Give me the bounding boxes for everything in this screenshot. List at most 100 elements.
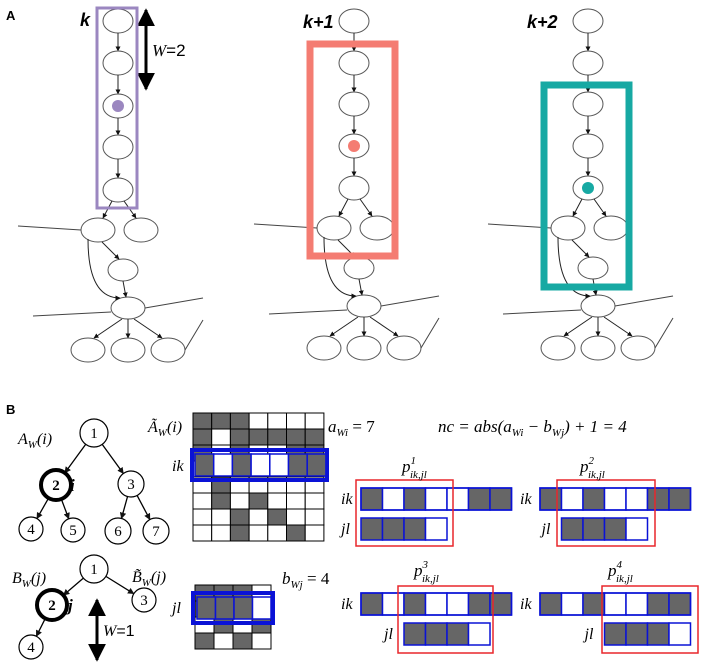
alignment-cell: [381, 487, 405, 511]
row-label-ik: ik: [520, 596, 532, 613]
tree-b-tilde-title: B̃W(j): [132, 568, 166, 589]
dag-node: [550, 215, 586, 241]
window-rect-k: [95, 6, 139, 210]
alignment-cell: [424, 592, 448, 616]
matrix-cell: [304, 524, 325, 542]
alignment-cell: [360, 592, 384, 616]
alignment-cell: [603, 517, 627, 541]
alignment-cell: [539, 592, 563, 616]
alignment-cell: [381, 592, 405, 616]
alignment-cell: [560, 517, 584, 541]
tree-node-label: 5: [69, 523, 77, 539]
tree-node: [35, 588, 69, 622]
ik-row-cell: [194, 453, 215, 477]
tree-edge: [35, 618, 46, 637]
matrix-a-title: ÃW(i): [147, 417, 182, 439]
dag-edge-stub: [184, 319, 204, 351]
alignment-cell: [467, 487, 491, 511]
window-rect-k1: [306, 40, 399, 260]
dag-edge: [338, 198, 349, 217]
column-title-k: k: [80, 10, 91, 30]
matrix-b: [191, 584, 275, 650]
matrix-cell: [304, 508, 325, 526]
column-title-k2: k+2: [527, 12, 558, 32]
alignment-cell: [403, 592, 427, 616]
alignment-cell: [424, 517, 448, 541]
jl-row-highlight: [191, 591, 275, 625]
matrix-cell: [194, 632, 215, 650]
tree-edge: [62, 577, 84, 596]
dag-node: [102, 177, 134, 203]
dag-node: [580, 294, 616, 318]
matrix-cell: [229, 524, 250, 542]
tree-edge: [101, 443, 124, 475]
matrix-cell: [192, 412, 213, 430]
matrix-cell: [267, 508, 287, 526]
dag-node: [540, 335, 576, 361]
alignment-cell: [467, 592, 491, 616]
alignment-cell: [625, 517, 649, 541]
tree-highlight-label: j: [65, 596, 73, 615]
dag-edge: [572, 198, 583, 217]
dag-edge-stub: [614, 295, 674, 307]
matrix-cell: [248, 492, 269, 510]
alignment-cell: [625, 487, 649, 511]
dag-edge-stub: [17, 225, 82, 231]
dag-edge: [133, 318, 163, 339]
matrix-cell: [304, 492, 325, 510]
tree-edge: [64, 443, 87, 474]
dag-edge-stub: [380, 295, 440, 307]
matrix-cell: [229, 428, 250, 446]
alignment-cell: [646, 487, 670, 511]
row-label-jl: jl: [382, 626, 393, 643]
dag-node: [338, 91, 370, 117]
dag-node: [338, 8, 370, 34]
dag-edge: [358, 278, 364, 296]
row-label-ik-matrix: ik: [172, 458, 184, 475]
ik-row-outline: [539, 592, 692, 616]
matrix-cell: [211, 492, 231, 510]
alignment-cell: [403, 487, 427, 511]
dag-edge-stub: [144, 297, 204, 309]
dag-2: [487, 8, 674, 361]
alignment-cell: [560, 592, 584, 616]
dag-edge-stub: [654, 317, 674, 349]
matrix-cell: [248, 428, 269, 446]
alignment-window: [397, 585, 494, 654]
tree-node-label: 7: [152, 524, 160, 540]
alignment-cell: [467, 622, 491, 646]
tree-node-label: 1: [90, 426, 98, 442]
dag-node: [577, 256, 609, 280]
matrix-cell: [229, 508, 250, 526]
dag-highlight-dot: [348, 140, 360, 152]
tree-a-title: AW(i): [17, 431, 52, 451]
alignment-cell: [360, 517, 384, 541]
alignment-cell: [625, 622, 649, 646]
matrix-cell: [304, 428, 325, 446]
dag-node: [70, 337, 106, 363]
nc-equation: nc = abs(aWi − bWj) + 1 = 4: [438, 417, 627, 439]
matrix-cell: [286, 412, 306, 430]
dag-node: [346, 294, 382, 318]
dag-node: [80, 217, 116, 243]
matrix-cell: [286, 524, 306, 542]
column-title-k1: k+1: [303, 12, 334, 32]
matrix-cell: [286, 492, 306, 510]
matrix-cell: [192, 428, 213, 446]
dag-edge: [603, 316, 633, 337]
dag-node: [572, 8, 604, 34]
tree-node: [79, 554, 109, 584]
matrix-cell: [192, 492, 213, 510]
alignment-cell: [603, 592, 627, 616]
matrix-cell: [229, 492, 250, 510]
dag-edge: [359, 198, 373, 217]
alignment-cell: [424, 622, 448, 646]
jl-row-cell: [233, 596, 254, 620]
matrix-cell: [213, 632, 234, 650]
ik-row-cell: [269, 453, 290, 477]
tree-node-label: 4: [27, 640, 35, 656]
tree-node-label: 3: [140, 593, 148, 609]
